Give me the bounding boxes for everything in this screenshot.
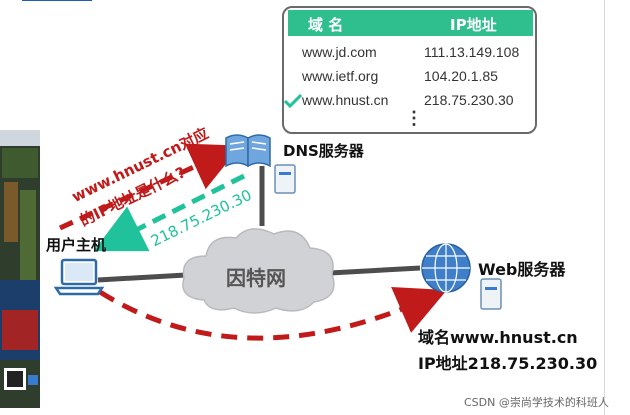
web-server-label: Web服务器 [478, 260, 566, 279]
header-ip: IP地址 [450, 16, 497, 34]
access-arrow [98, 287, 447, 341]
query-arrow [58, 143, 241, 231]
laptop-icon [54, 258, 104, 296]
row-ip: 111.13.149.108 [424, 44, 520, 60]
book-icon [225, 134, 271, 168]
reply-arrow [93, 173, 246, 252]
server-icon [274, 164, 296, 194]
slide-thumbnail [0, 130, 40, 408]
host-link [97, 272, 187, 283]
web-ip-text: IP地址218.75.230.30 [418, 354, 598, 373]
row-domain: www.hnust.cn [302, 92, 389, 108]
row-ip: 218.75.230.30 [424, 92, 514, 108]
cloud-icon [182, 228, 335, 314]
web-link [329, 265, 421, 276]
header-domain: 域 名 [308, 16, 344, 34]
row-ip: 104.20.1.85 [424, 68, 498, 84]
thumbnail-image [0, 130, 40, 408]
checkmark-icon [284, 94, 302, 108]
row-domain: www.jd.com [302, 44, 377, 60]
dns-server-label: DNS服务器 [283, 142, 364, 160]
web-domain-text: 域名www.hnust.cn [418, 328, 578, 347]
row-domain: www.ietf.org [302, 68, 379, 84]
internet-label: 因特网 [226, 266, 286, 290]
user-host-label: 用户主机 [46, 236, 107, 254]
dns-table-header: 域 名 IP地址 [288, 10, 533, 36]
server-icon [480, 278, 502, 310]
globe-icon [421, 243, 471, 293]
page-divider [604, 0, 605, 415]
more-rows-ellipsis: ⋮ [405, 108, 423, 128]
footer-credit: CSDN @崇尚学技术的科班人 [464, 396, 609, 409]
title-fragment [0, 0, 120, 8]
